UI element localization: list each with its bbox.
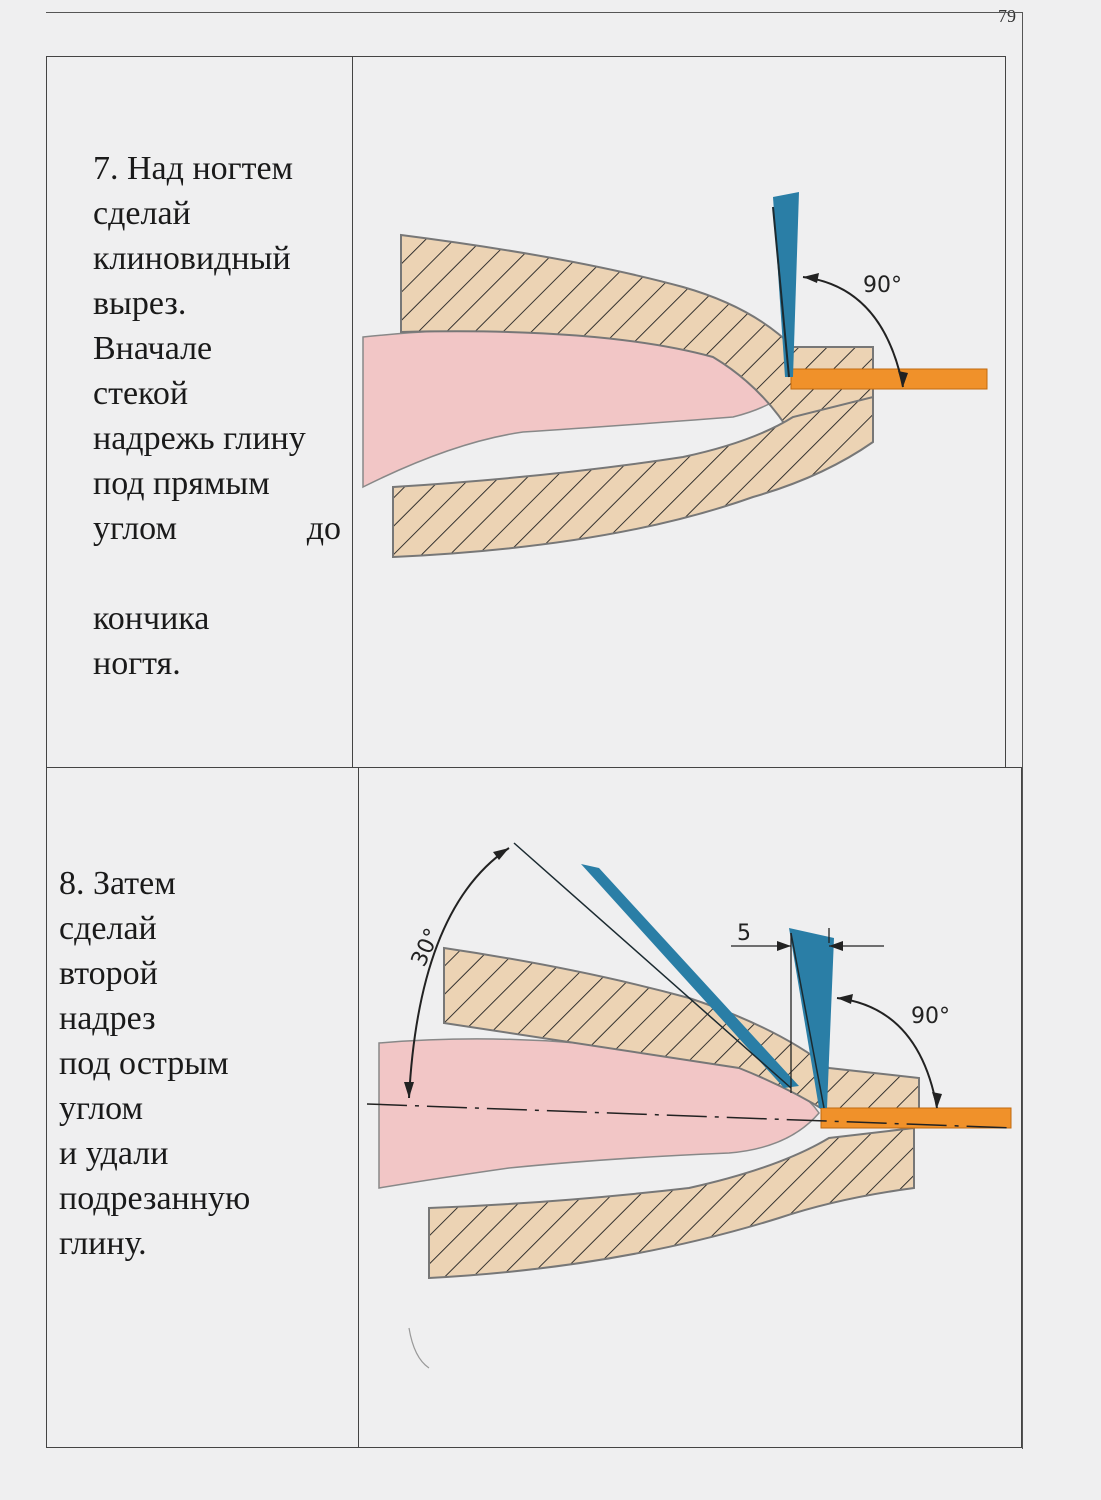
angled-tool [581, 864, 799, 1088]
angle-arc-30 [408, 847, 510, 1099]
angle-arc-90 [802, 276, 904, 388]
step-7-justified-line: углом до [93, 506, 341, 551]
sketch-stroke [408, 1327, 430, 1369]
page-number: 79 [998, 6, 1016, 26]
step-7-line-right: до [306, 510, 341, 547]
step-8-text: 8. Затем сделай второй надрез под острым… [59, 816, 329, 1266]
step-7-line-left: углом [93, 510, 178, 547]
step-8-illustration: 30° 5 90° [366, 842, 1015, 1369]
step-row-8: 8. Затем сделай второй надрез под острым… [46, 767, 1022, 1448]
page-frame [46, 12, 1023, 1449]
offset-label-5: 5 [737, 921, 751, 946]
step-7-illustration-cell: 90° [353, 57, 1006, 767]
step-7-illustration: 90° [362, 192, 988, 559]
angle-label-90: 90° [863, 273, 902, 298]
lower-clay [428, 1126, 915, 1280]
step-8-body: 8. Затем сделай второй надрез под острым… [59, 865, 251, 1262]
step-8-text-cell: 8. Затем сделай второй надрез под острым… [47, 768, 359, 1447]
stack-tool [773, 192, 799, 377]
step-row-7: 7. Над ногтем сделай клиновидный вырез. … [46, 56, 1006, 768]
step-7-tail: кончика ногтя. [93, 600, 210, 682]
step-8-illustration-cell: 30° 5 90° [359, 768, 1022, 1447]
step-7-text-cell: 7. Над ногтем сделай клиновидный вырез. … [47, 57, 353, 767]
step-7-body: 7. Над ногтем сделай клиновидный вырез. … [93, 150, 306, 502]
vertical-tool [789, 928, 834, 1108]
lower-clay [392, 395, 874, 559]
angle-label-90: 90° [911, 1004, 950, 1029]
step-7-text: 7. Над ногтем сделай клиновидный вырез. … [93, 101, 343, 686]
nail-pin [790, 368, 988, 390]
axis-line [366, 1103, 1015, 1129]
angle-arc-90 [836, 997, 938, 1109]
angle-label-30: 30° [407, 925, 446, 971]
